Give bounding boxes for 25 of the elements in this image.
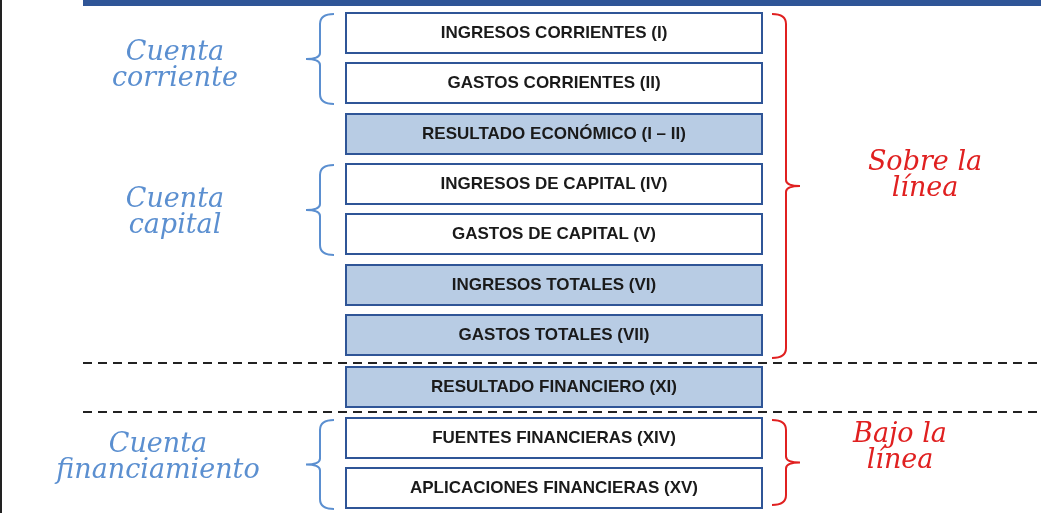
box-label: INGRESOS DE CAPITAL (IV) — [440, 174, 668, 194]
handwritten-note: Cuenta financiamiento — [53, 430, 261, 482]
account-box — [345, 12, 763, 54]
account-box — [345, 113, 763, 155]
box-label: INGRESOS CORRIENTES (I) — [440, 23, 668, 43]
box-label: RESULTADO ECONÓMICO (I – II) — [422, 124, 686, 144]
box-label: INGRESOS TOTALES (VI) — [451, 275, 657, 295]
handwritten-note: Cuenta corriente — [111, 38, 239, 90]
box-label: RESULTADO FINANCIERO (XI) — [431, 377, 677, 397]
box-label: APLICACIONES FINANCIERAS (XV) — [409, 478, 699, 498]
box-label: FUENTES FINANCIERAS (XIV) — [432, 428, 676, 448]
handwritten-note: Cuenta capital — [124, 185, 226, 237]
handwritten-note: Sobre la línea — [866, 148, 984, 200]
account-box — [345, 213, 763, 255]
handwritten-note: Bajo la línea — [851, 420, 948, 472]
box-label: GASTOS DE CAPITAL (V) — [452, 224, 656, 244]
account-box — [345, 417, 763, 459]
account-box — [345, 163, 763, 205]
box-label: GASTOS CORRIENTES (II) — [447, 73, 661, 93]
account-box — [345, 467, 763, 509]
account-box — [345, 62, 763, 104]
box-label: GASTOS TOTALES (VII) — [458, 325, 650, 345]
account-box — [345, 264, 763, 306]
account-box — [345, 314, 763, 356]
account-box — [345, 366, 763, 408]
